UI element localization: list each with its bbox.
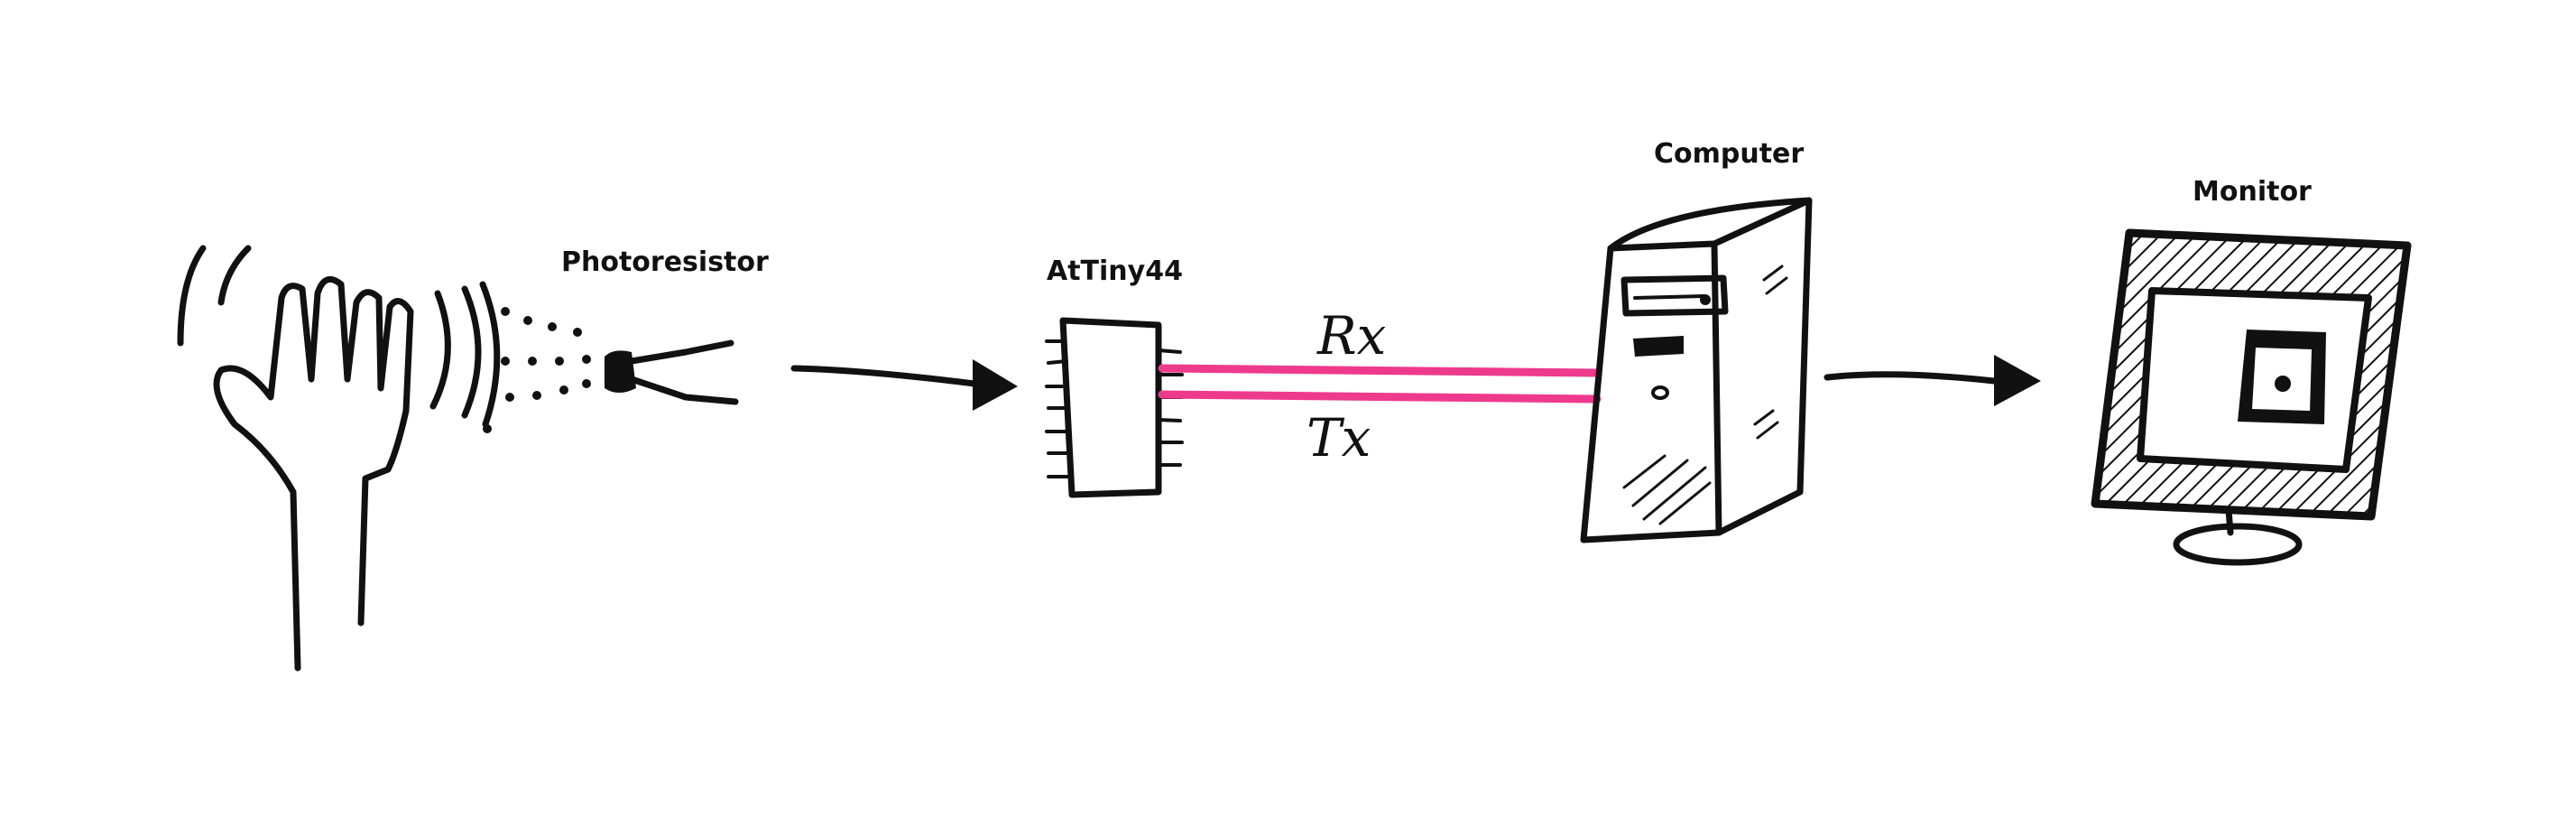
- hand-icon: [177, 245, 501, 672]
- serial-lines: [1158, 364, 1602, 404]
- arrow-icon: [1824, 355, 2041, 406]
- light-rays: [483, 307, 591, 433]
- tx-label: Tx: [1306, 407, 1371, 469]
- attiny-label: AtTiny44: [1047, 255, 1183, 287]
- rx-label: Rx: [1316, 305, 1386, 367]
- computer-tower-icon: [1580, 197, 1813, 543]
- monitor-label: Monitor: [2193, 176, 2312, 208]
- photoresistor-icon: [605, 339, 739, 405]
- photoresistor-label: Photoresistor: [561, 246, 769, 278]
- monitor-icon: [2091, 228, 2412, 566]
- arrow-icon: [790, 359, 1018, 411]
- computer-label: Computer: [1654, 138, 1804, 170]
- chip-icon: [1045, 317, 1184, 498]
